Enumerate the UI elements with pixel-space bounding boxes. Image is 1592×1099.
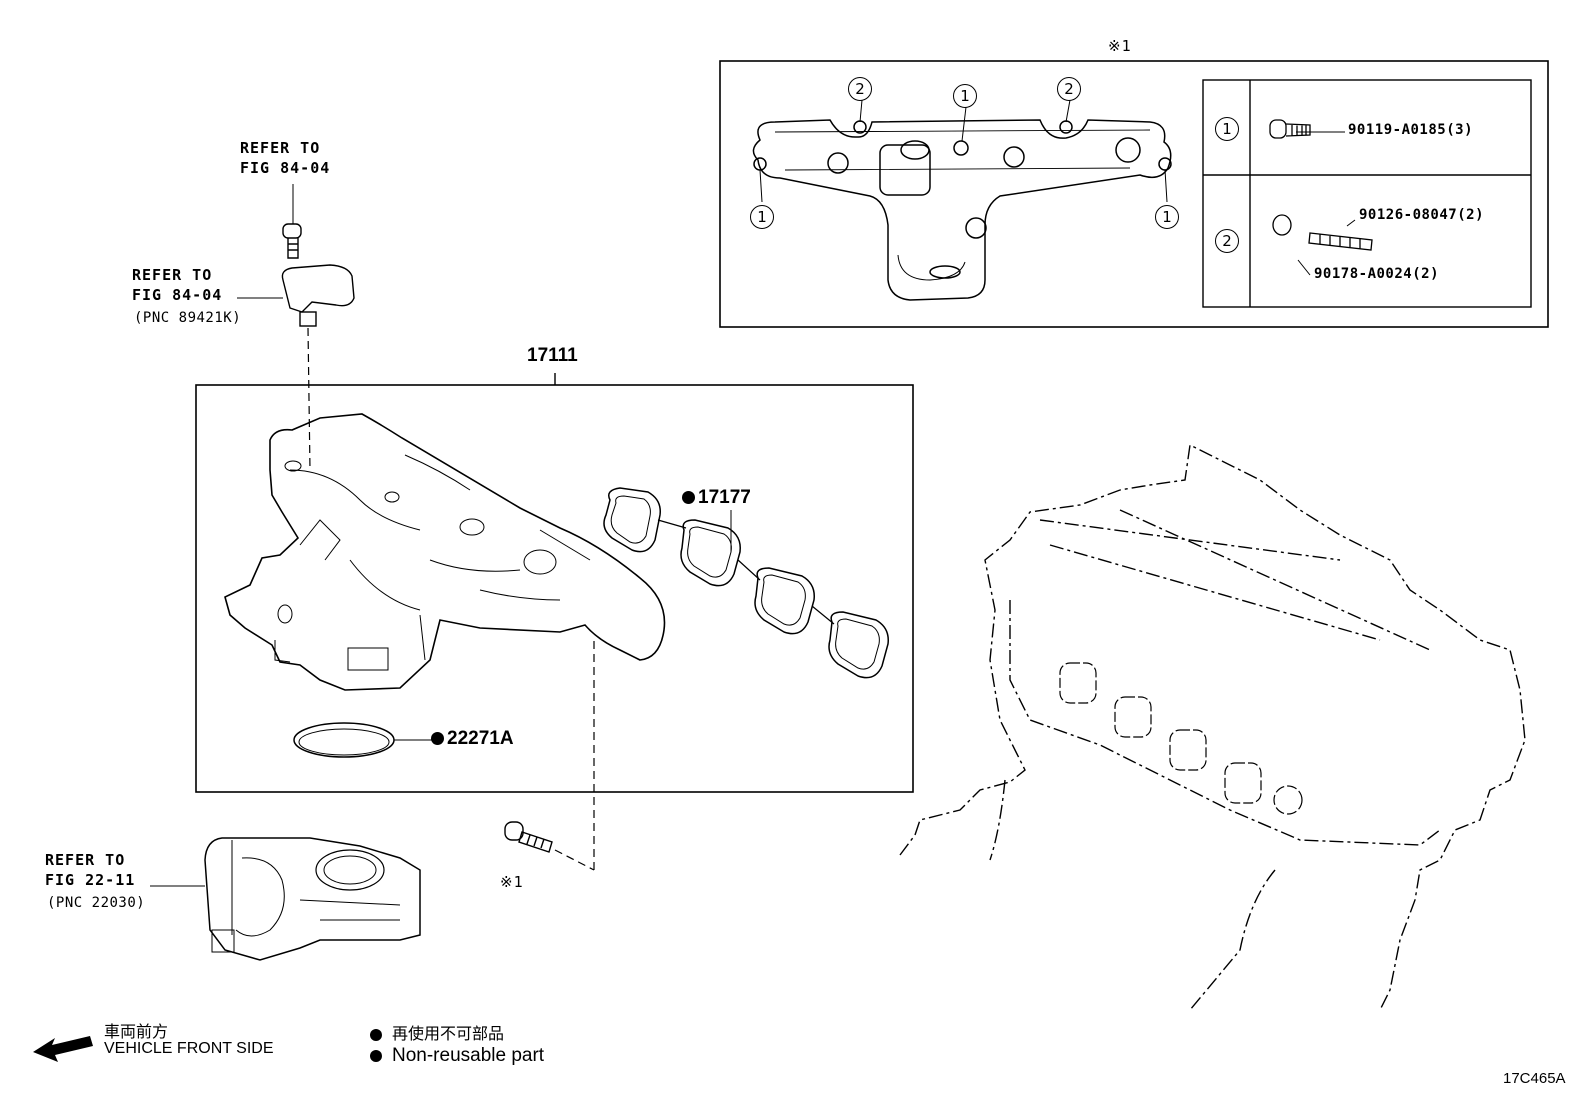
oring-drawing — [293, 722, 432, 758]
non-reusable-dot-icon — [431, 732, 444, 746]
non-reusable-dot-icon — [370, 1049, 382, 1062]
flange-bolt-drawing — [504, 640, 595, 871]
gasket-drawing — [603, 487, 889, 679]
non-reusable-dot-icon — [370, 1028, 382, 1041]
non-reusable-en: Non-reusable part — [370, 1045, 544, 1067]
front-arrow-icon — [33, 1036, 93, 1062]
part-90178-A0024[interactable]: 90178-A0024(2) — [1314, 266, 1440, 282]
engine-ports — [1059, 662, 1303, 815]
part-90126-08047[interactable]: 90126-08047(2) — [1359, 207, 1485, 223]
inset-box — [719, 60, 1549, 328]
throttle-body-drawing — [150, 837, 421, 961]
table-key-2: 2 — [1215, 229, 1239, 253]
inset-callout-1-center: 1 — [953, 84, 977, 108]
part-17111[interactable]: 17111 — [527, 345, 578, 366]
part-22271A[interactable]: 22271A — [431, 728, 514, 750]
inset-bolt-icons — [1269, 119, 1373, 251]
engine-block-drawing — [899, 443, 1526, 1011]
part-90119-A0185[interactable]: 90119-A0185(3) — [1348, 122, 1474, 138]
assembly-box — [195, 373, 914, 793]
non-reusable-jp: 再使用不可部品 — [370, 1020, 504, 1044]
ref-label-sensor[interactable]: REFER TO FIG 84-04 — [132, 266, 223, 304]
inset-callout-2-right: 2 — [1057, 77, 1081, 101]
star-mark-bolt: ※1 — [500, 873, 524, 891]
figure-code: 17C465A — [1503, 1070, 1566, 1087]
ref-throttle-pnc: (PNC 22030) — [47, 895, 146, 911]
inset-leaders — [759, 99, 1356, 276]
inset-callout-2-left: 2 — [848, 77, 872, 101]
front-side-jp: 車両前方 — [104, 1024, 169, 1041]
inset-callout-1-right: 1 — [1155, 205, 1179, 229]
part-17177[interactable]: 17177 — [682, 487, 751, 509]
ref-sensor-pnc: (PNC 89421K) — [134, 310, 242, 326]
front-side-en: VEHICLE FRONT SIDE — [104, 1040, 274, 1057]
sensor-drawing — [237, 184, 355, 471]
inset-callout-1-left: 1 — [750, 205, 774, 229]
table-key-1: 1 — [1215, 117, 1239, 141]
non-reusable-dot-icon — [682, 491, 695, 505]
inset-flange-drawing — [752, 119, 1172, 301]
intake-manifold-drawing — [224, 413, 666, 691]
ref-label-top[interactable]: REFER TO FIG 84-04 — [240, 139, 331, 177]
ref-label-throttle[interactable]: REFER TO FIG 22-11 — [45, 851, 136, 889]
inset-title: ※1 — [1108, 37, 1132, 55]
